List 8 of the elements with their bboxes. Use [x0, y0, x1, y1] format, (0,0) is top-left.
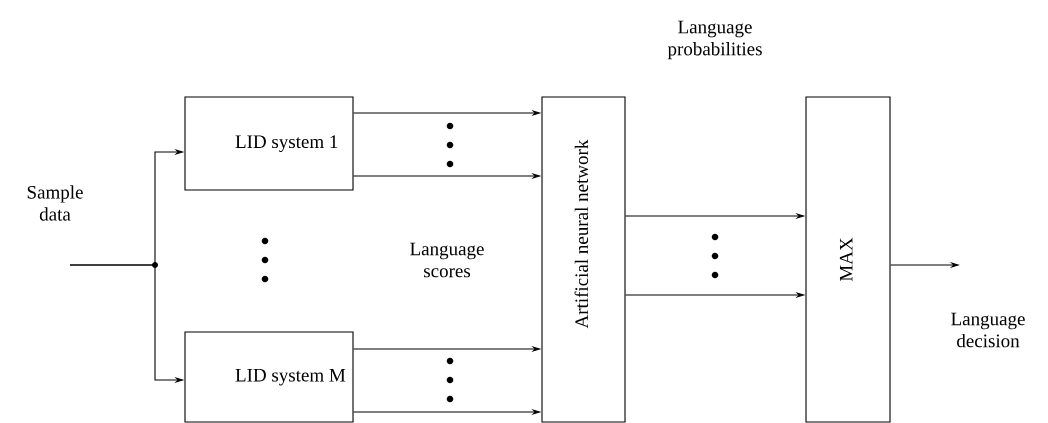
- block-box: LID system 1: [184, 96, 354, 191]
- annotation-label: Language scores: [410, 242, 484, 278]
- annotation-label: Language decision: [951, 312, 1025, 348]
- block-box: MAX: [805, 96, 891, 423]
- block-box: LID system M: [184, 331, 354, 423]
- annotation-label: Language probabilities: [667, 20, 762, 60]
- block-box: Artificial neural network: [541, 96, 626, 423]
- annotation-label: Sample data: [27, 185, 83, 221]
